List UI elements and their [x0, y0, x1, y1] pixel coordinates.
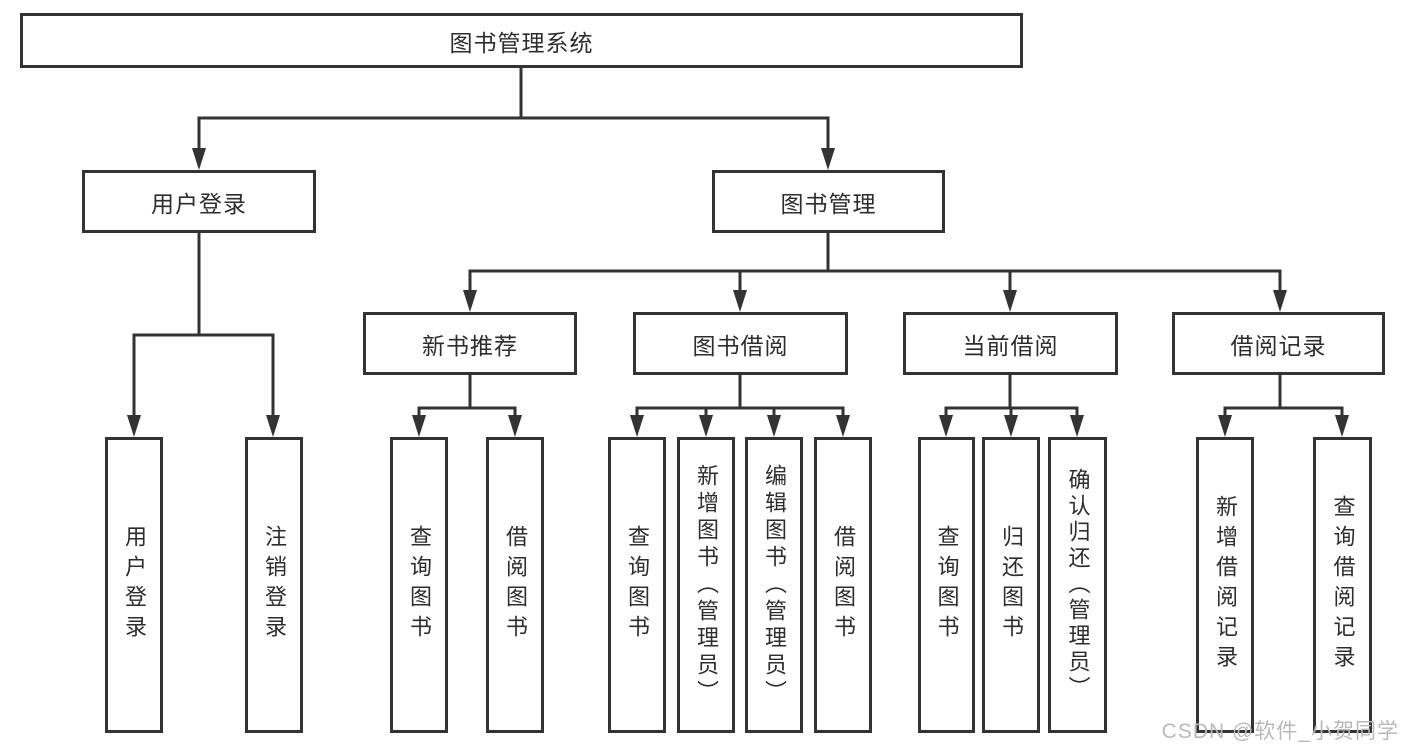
- csdn-watermark: CSDN @软件_小贺同学: [1161, 720, 1399, 743]
- leaf-add-books-admin: 新增图书（管理员）: [677, 437, 735, 733]
- node-current-borrowing: 当前借阅: [903, 312, 1118, 375]
- node-label: 新增图书（管理员）: [694, 463, 719, 707]
- leaf-confirm-return-admin: 确认归还（管理员）: [1048, 437, 1107, 733]
- node-label: 查询图书: [407, 525, 432, 645]
- node-book-borrowing: 图书借阅: [633, 312, 848, 375]
- node-label: 图书借阅: [692, 332, 789, 359]
- node-user-login: 用户登录: [82, 170, 316, 233]
- node-root-library-management-system: 图书管理系统: [20, 13, 1023, 68]
- node-label: 注销登录: [262, 525, 287, 645]
- node-label: 查询图书: [625, 525, 650, 645]
- node-label: 查询图书: [934, 525, 960, 645]
- node-label: 用户登录: [151, 190, 247, 217]
- leaf-user-login: 用户登录: [105, 437, 163, 733]
- node-label: 图书管理系统: [449, 29, 594, 56]
- leaf-borrow-books-borrow: 借阅图书: [814, 437, 872, 733]
- leaf-logout: 注销登录: [245, 437, 303, 733]
- node-borrowing-records: 借阅记录: [1172, 312, 1385, 375]
- leaf-query-books-current: 查询图书: [918, 437, 975, 733]
- node-label: 归还图书: [999, 525, 1024, 645]
- node-book-management: 图书管理: [712, 170, 945, 233]
- node-label: 图书管理: [780, 190, 877, 217]
- node-label: 用户登录: [122, 525, 147, 645]
- node-label: 新增借阅记录: [1213, 495, 1238, 675]
- leaf-query-borrow-record: 查询借阅记录: [1313, 437, 1372, 733]
- node-label: 借阅记录: [1230, 332, 1327, 359]
- leaf-query-books-borrow: 查询图书: [608, 437, 666, 733]
- node-label: 确认归还（管理员）: [1065, 468, 1091, 702]
- leaf-edit-books-admin: 编辑图书（管理员）: [745, 437, 803, 733]
- node-label: 借阅图书: [831, 525, 856, 645]
- node-label: 当前借阅: [962, 332, 1059, 359]
- node-label: 编辑图书（管理员）: [762, 463, 787, 707]
- leaf-return-books: 归还图书: [982, 437, 1040, 733]
- leaf-add-borrow-record: 新增借阅记录: [1196, 437, 1254, 733]
- node-label: 借阅图书: [503, 525, 528, 645]
- node-label: 查询借阅记录: [1330, 495, 1356, 675]
- leaf-borrow-books-recommend: 借阅图书: [486, 437, 544, 733]
- node-new-book-recommend: 新书推荐: [363, 312, 577, 375]
- node-label: 新书推荐: [422, 332, 518, 359]
- leaf-query-books-recommend: 查询图书: [390, 437, 448, 733]
